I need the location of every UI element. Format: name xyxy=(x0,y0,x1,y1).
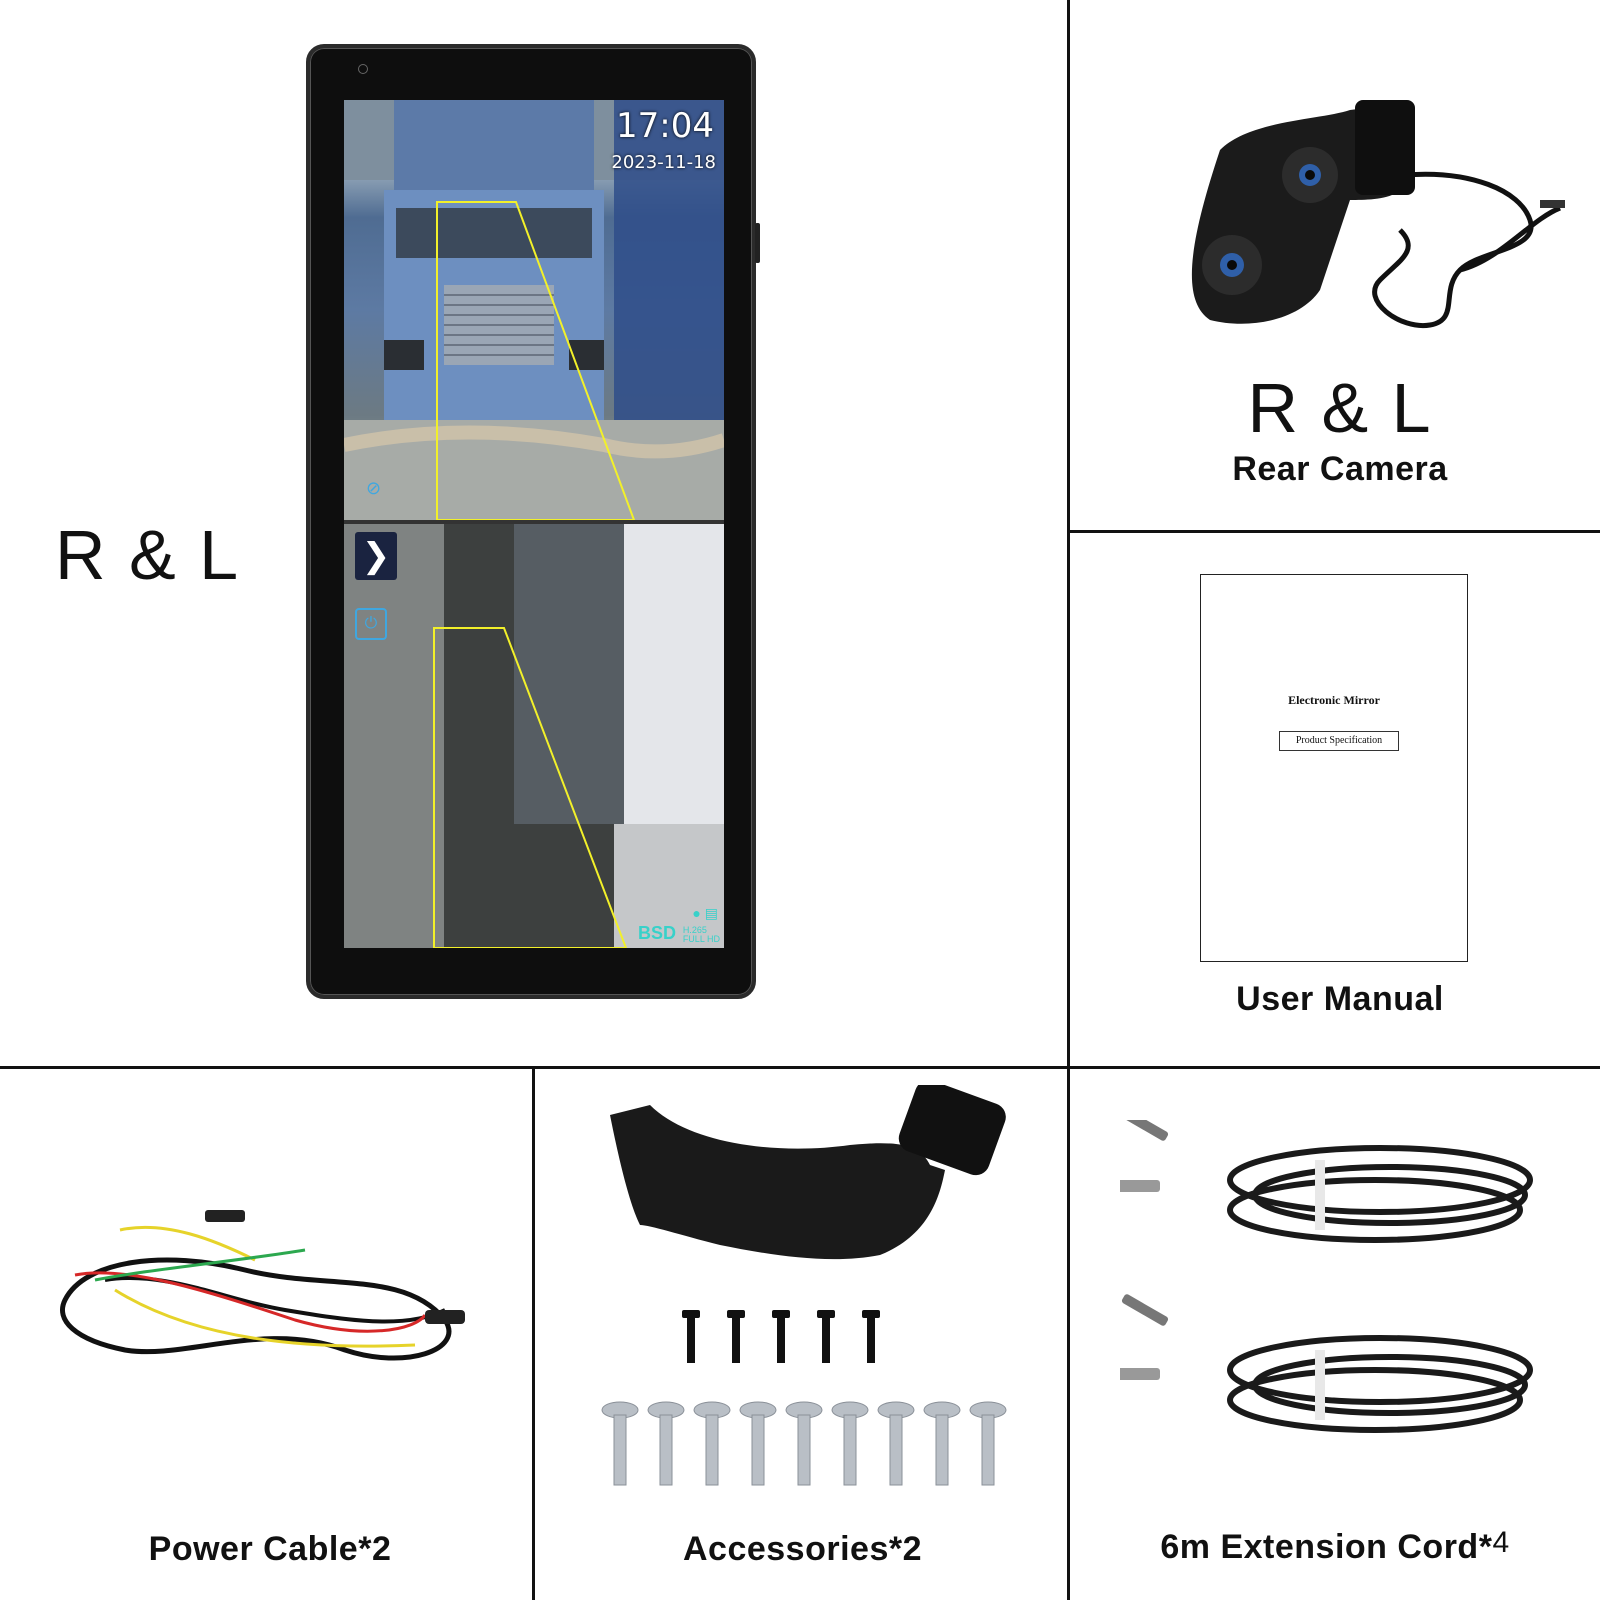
mute-icon: ⊘ xyxy=(366,478,382,498)
accessories-caption: Accessories*2 xyxy=(682,1530,922,1568)
road-view-scene xyxy=(344,524,724,948)
rear-camera-caption: Rear Camera xyxy=(1232,450,1448,488)
status-icons: ● ▤ xyxy=(692,905,718,921)
main-label: R & L xyxy=(55,516,241,594)
divider-vertical-right xyxy=(1067,0,1070,1600)
power-cable-caption: Power Cable*2 xyxy=(148,1530,392,1568)
codec-label: H.265 FULL HD xyxy=(683,926,720,944)
extension-cord-caption-count: 4 xyxy=(1492,1526,1510,1559)
side-button xyxy=(755,223,760,263)
divider-vertical-bottom-left xyxy=(532,1066,535,1600)
camera-view-left: ❯ ⏻ ● ▤ BSD H.265 FULL HD xyxy=(344,524,724,948)
screws-image xyxy=(601,1310,1007,1486)
manual-doc-title: Electronic Mirror xyxy=(1288,693,1380,707)
mirror-monitor: 17:04 2023-11-18 ⊘ ❯ ⏻ ● ▤ BSD H.265 FUL… xyxy=(306,44,760,999)
bsd-label: BSD xyxy=(637,923,676,943)
clock-display: 17:04 xyxy=(616,106,714,146)
codec-line-2: FULL HD xyxy=(682,934,720,944)
power-cable-image xyxy=(60,1210,465,1361)
power-icon[interactable]: ⏻ xyxy=(355,608,387,640)
rear-camera-image xyxy=(1191,100,1565,329)
rear-camera-title: R & L xyxy=(1247,369,1433,447)
front-camera-dot xyxy=(358,64,368,74)
divider-horizontal-top-right xyxy=(1067,530,1600,533)
accessories-bracket-image xyxy=(610,1085,1006,1260)
divider-horizontal-bottom xyxy=(0,1066,1600,1069)
extension-cord-caption: 6m Extension Cord*4 xyxy=(1070,1526,1600,1567)
camera-view-right: 17:04 2023-11-18 ⊘ xyxy=(344,100,724,520)
truck-view-scene xyxy=(344,100,724,520)
extension-cord-caption-main: 6m Extension Cord* xyxy=(1160,1528,1493,1566)
expand-arrow-button[interactable]: ❯ xyxy=(355,532,397,580)
codec-line-1: H.265 xyxy=(682,925,707,935)
manual-doc-subtitle: Product Specification xyxy=(1279,731,1399,751)
date-display: 2023-11-18 xyxy=(611,152,716,173)
user-manual-booklet: Electronic Mirror Product Specification xyxy=(1200,574,1468,962)
extension-cords-image xyxy=(1120,1120,1533,1433)
monitor-screen: 17:04 2023-11-18 ⊘ ❯ ⏻ ● ▤ BSD H.265 FUL… xyxy=(344,100,724,948)
user-manual-caption: User Manual xyxy=(1236,980,1444,1018)
